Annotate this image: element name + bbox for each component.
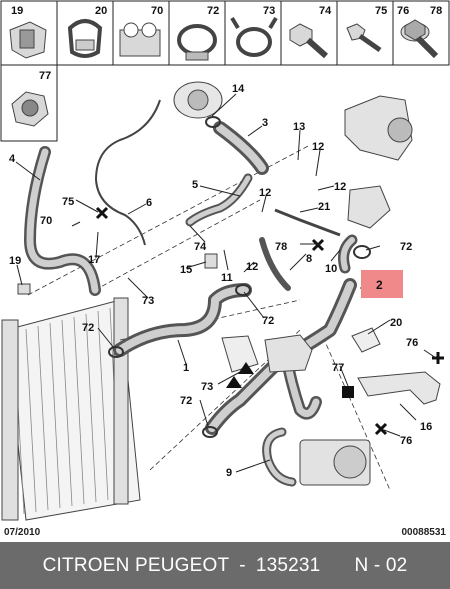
callouts: 4 3 14 5 6 13 12 12 12 21 72 10 8 78 12 … [9, 83, 432, 479]
callout-72d: 72 [262, 315, 274, 327]
callout-9: 9 [226, 467, 232, 479]
radiator [1, 297, 141, 521]
part-15 [204, 253, 218, 269]
pipe-6 [94, 99, 161, 246]
callout-19: 19 [9, 255, 21, 267]
egr-cooler-bracket [357, 371, 441, 405]
callout-10: 10 [325, 263, 337, 275]
footer-brand: CITROEN PEUGEOT [42, 555, 230, 576]
band-clamp-icon [177, 24, 217, 61]
thermostat-housing [173, 81, 223, 119]
diagram-code: 00088531 [401, 527, 447, 538]
callout-76a: 76 [406, 337, 418, 349]
callout-2: 2 [376, 278, 383, 292]
water-outlet-block [264, 334, 313, 373]
hose-4 [24, 146, 101, 296]
hose-9 [262, 427, 297, 487]
bar-label-78: 78 [430, 5, 442, 17]
callout-12a: 12 [312, 141, 324, 153]
pipe-21 [274, 208, 341, 237]
callout-12b: 12 [334, 181, 346, 193]
bolt-icon [289, 23, 328, 59]
clamps-72 [108, 116, 371, 438]
bar-label-19: 19 [11, 5, 23, 17]
egr-valve [347, 185, 391, 229]
bar-label-73: 73 [263, 5, 275, 17]
callout-12c: 12 [259, 187, 271, 199]
callout-1: 1 [183, 362, 189, 374]
clip-20 [351, 327, 381, 353]
callout-73a: 73 [142, 295, 154, 307]
hose-5 [185, 173, 253, 227]
flange-bolt-icon [400, 19, 439, 59]
bar-label-20: 20 [95, 5, 107, 17]
spring-clamp-icon [230, 16, 278, 57]
footer-part-number: 135231 [255, 555, 321, 576]
callout-5: 5 [192, 179, 198, 191]
callout-3: 3 [262, 117, 268, 129]
footer-bar: CITROEN PEUGEOT-135231 N - 02 [0, 542, 450, 589]
callout-72b: 72 [82, 322, 94, 334]
bar-label-70: 70 [151, 5, 163, 17]
part-19-clip [17, 283, 31, 295]
callout-70: 70 [40, 215, 52, 227]
callout-78: 78 [275, 241, 287, 253]
double-clip-icon [119, 22, 161, 57]
bar-label-72: 72 [207, 5, 219, 17]
callout-16: 16 [420, 421, 432, 433]
footer-separator: - [239, 555, 246, 576]
hose-clip-icon [9, 21, 47, 59]
bar-label-74: 74 [319, 5, 332, 17]
callout-12d: 12 [246, 261, 258, 273]
callout-13: 13 [293, 121, 305, 133]
callout-17: 17 [88, 254, 100, 266]
parts-bar: 19 20 70 72 73 74 75 76 78 77 [0, 0, 450, 142]
footer-title: CITROEN PEUGEOT-135231 N - 02 [0, 542, 450, 589]
bar-label-75: 75 [375, 5, 387, 17]
oil-cooler [299, 439, 371, 486]
callout-6: 6 [146, 197, 152, 209]
screw-icon [346, 23, 382, 53]
cross-markers [95, 206, 444, 436]
callout-20: 20 [390, 317, 402, 329]
callout-73b: 73 [201, 381, 213, 393]
hose-3 [213, 121, 269, 175]
highlight-box [361, 270, 403, 298]
pipe-clamp-icon [67, 19, 103, 58]
callout-72c: 72 [180, 395, 192, 407]
parts-diagram: 19 20 70 72 73 74 75 76 78 77 [0, 0, 450, 521]
callout-4: 4 [9, 153, 16, 165]
callout-72a: 72 [400, 241, 412, 253]
footer-page: N - 02 [354, 555, 408, 576]
turbocharger [344, 95, 413, 161]
bar-label-77: 77 [39, 70, 51, 82]
callout-74: 74 [194, 241, 207, 253]
hose-8 [259, 237, 291, 291]
callout-14: 14 [232, 83, 245, 95]
nut-icon [11, 91, 49, 127]
hose-1 [113, 283, 252, 357]
callout-75: 75 [62, 196, 74, 208]
callout-77: 77 [332, 362, 344, 374]
callout-11: 11 [221, 272, 233, 284]
callout-21: 21 [318, 201, 330, 213]
hose-10 [338, 234, 358, 274]
callout-8: 8 [306, 253, 312, 265]
bar-label-76: 76 [397, 5, 409, 17]
date-label: 07/2010 [4, 527, 41, 538]
callout-15: 15 [180, 264, 192, 276]
triangle-markers-73 [226, 362, 254, 388]
clamp-bracket [221, 335, 259, 373]
callout-76b: 76 [400, 435, 412, 447]
nut-77 [342, 386, 354, 398]
